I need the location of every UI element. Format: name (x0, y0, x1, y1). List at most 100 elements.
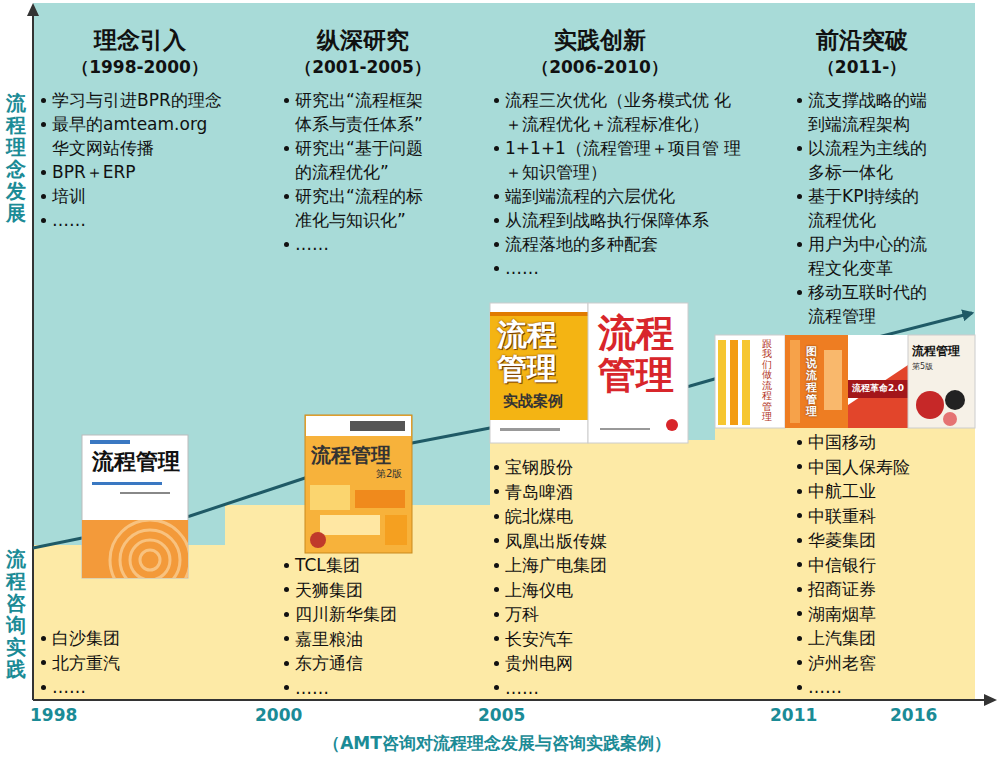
bullet-dot (284, 636, 289, 641)
bullet-dot (797, 685, 802, 690)
list-item: 研究出“基于问题 的流程优化” (295, 136, 445, 184)
list-item: 从流程到战略执行保障体系 (505, 208, 745, 232)
list-text: …… (52, 208, 237, 232)
list-text: 嘉里粮油 (295, 627, 465, 652)
list-text: 最早的amteam.org 华文网站传播 (52, 112, 237, 160)
list-item: 泸州老窖 (808, 651, 968, 676)
bullet-list: 中国移动中国人保寿险中航工业中联重科华菱集团中信银行招商证券湖南烟草上汽集团泸州… (808, 430, 968, 700)
list-text: …… (808, 675, 968, 700)
list-text: 天狮集团 (295, 578, 465, 603)
cover-mark (500, 428, 560, 431)
list-item: 中联重科 (808, 504, 968, 529)
phase-heading: 理念引入 (30, 26, 250, 56)
list-item: 天狮集团 (295, 578, 465, 603)
list-item: 皖北煤电 (505, 504, 695, 529)
list-item: 学习与引进BPR的理念 (52, 88, 237, 112)
list-item: 东方通信 (295, 651, 465, 676)
year-tick: 2016 (890, 704, 937, 726)
cover-pattern (310, 485, 350, 510)
cover-seal (666, 419, 678, 431)
book-cover (908, 335, 975, 428)
cover-mark (90, 440, 130, 444)
list-text: 万科 (505, 602, 695, 627)
cover-mark (92, 482, 162, 485)
list-text: …… (295, 676, 465, 701)
list-text: 流程落地的多种配套 (505, 232, 745, 256)
book-cover (715, 335, 785, 428)
list-text: …… (52, 675, 212, 700)
list-item: 培训 (52, 184, 237, 208)
label-holder: 流程革命2.0 (848, 383, 908, 395)
bullet-dot (494, 612, 499, 617)
cover-pattern (742, 340, 750, 425)
list-text: 凤凰出版传媒 (505, 529, 695, 554)
list-text: 上海广电集团 (505, 553, 695, 578)
list-text: 中国人保寿险 (808, 455, 968, 480)
book-cover (490, 303, 588, 443)
list-item: 中信银行 (808, 553, 968, 578)
bullet-dot (797, 242, 802, 247)
label-holder: 前沿突破 (752, 26, 972, 56)
bullet-list: 流程三次优化（业务模式优 化＋流程优化＋流程标准化）1+1+1（流程管理＋项目管… (505, 88, 745, 280)
bullet-dot (494, 465, 499, 470)
book-cover (848, 335, 908, 428)
list-text: 移动互联时代的 流程管理 (808, 280, 958, 328)
bullet-dot (797, 513, 802, 518)
list-item: BPR＋ERP (52, 160, 237, 184)
list-item: …… (295, 232, 445, 256)
year-tick: 2011 (770, 704, 817, 726)
list-item: 中国人保寿险 (808, 455, 968, 480)
list-item: 研究出“流程的标 准化与知识化” (295, 184, 445, 232)
bullet-dot (41, 660, 46, 665)
label-holder: 纵深研究 (253, 26, 473, 56)
list-text: 宝钢股份 (505, 455, 695, 480)
bullet-dot (284, 242, 289, 247)
label-holder: 实践创新 (490, 26, 710, 56)
label-holder: （1998-2000） (30, 56, 250, 78)
cover-mark (600, 428, 650, 430)
list-item: 上汽集团 (808, 626, 968, 651)
bullet-dot (41, 98, 46, 103)
list-text: 基于KPI持续的 流程优化 (808, 184, 958, 232)
list-item: 流支撑战略的端 到端流程架构 (808, 88, 958, 136)
bullet-dot (494, 242, 499, 247)
bullet-dot (494, 194, 499, 199)
cover-pattern (945, 390, 965, 410)
list-text: 青岛啤酒 (505, 480, 695, 505)
cover-pattern (718, 340, 726, 425)
list-text: 研究出“基于问题 的流程优化” (295, 136, 445, 184)
bullet-dot (494, 514, 499, 519)
label-holder: 实战案例 (503, 392, 581, 412)
book-cover (305, 415, 412, 553)
phase-years: （1998-2000） (30, 56, 250, 78)
bullet-dot (41, 636, 46, 641)
label-holder: 流程管理 (912, 344, 972, 360)
cover-pattern (916, 391, 944, 419)
bullet-dot (41, 194, 46, 199)
book-cover (82, 435, 190, 600)
bullet-dot (284, 146, 289, 151)
bullet-dot (284, 98, 289, 103)
list-item: 基于KPI持续的 流程优化 (808, 184, 958, 232)
bullet-dot (41, 122, 46, 127)
list-item: 1+1+1（流程管理＋项目管 理＋知识管理） (505, 136, 745, 184)
list-text: 皖北煤电 (505, 504, 695, 529)
bullet-list: 流支撑战略的端 到端流程架构以流程为主线的 多标一体化基于KPI持续的 流程优化… (808, 88, 958, 328)
cover-mark (350, 421, 405, 431)
label-holder: 2000 (255, 704, 302, 726)
bullet-dot (284, 661, 289, 666)
bullet-dot (494, 636, 499, 641)
list-item: 嘉里粮油 (295, 627, 465, 652)
bullet-dot (797, 464, 802, 469)
book-edition: 第2版 (376, 467, 408, 480)
book-cover (785, 335, 848, 428)
list-item: …… (52, 208, 237, 232)
list-item: 华菱集团 (808, 528, 968, 553)
list-item: 湖南烟草 (808, 602, 968, 627)
cover-mark (120, 492, 170, 494)
bullet-dot (284, 685, 289, 690)
list-text: BPR＋ERP (52, 160, 237, 184)
bullet-dot (284, 612, 289, 617)
